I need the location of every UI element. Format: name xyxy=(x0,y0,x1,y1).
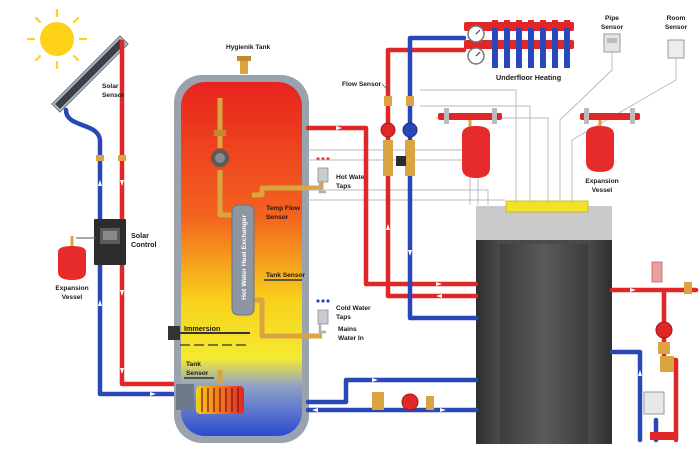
bottom-pump-icon xyxy=(372,392,434,411)
immersion-heater xyxy=(168,326,250,346)
tank-sensor-right-label: Tank Sensor xyxy=(266,272,306,279)
room-sensor-label: Room xyxy=(667,15,686,22)
pipe-sensor-label: Sensor xyxy=(601,24,624,31)
room-sensor-label: Sensor xyxy=(665,24,688,31)
flow-arrows-right xyxy=(630,288,642,376)
flow-arrows-solar xyxy=(98,180,156,396)
mains-water-in-label: Mains xyxy=(338,326,357,333)
expansion-vessel-mid xyxy=(438,108,502,178)
expansion-vessel-right-label: Vessel xyxy=(592,187,613,194)
cold-water-taps-label: Taps xyxy=(336,314,351,321)
heat-exchanger-label: Hot Water Heat Exchanger xyxy=(241,215,248,300)
expansion-vessel-left xyxy=(58,236,86,280)
flow-sensor-label: Flow Sensor xyxy=(342,81,382,88)
solar-coil xyxy=(176,384,244,414)
right-circuit-fittings xyxy=(643,261,692,440)
solar-control-label: Control xyxy=(131,240,157,249)
hot-water-taps-label: Hot Water xyxy=(336,174,367,181)
solar-sensor-label: Sensor xyxy=(102,92,125,99)
solar-fitting-icon xyxy=(118,155,126,161)
temp-flow-sensor-label: Sensor xyxy=(266,214,289,221)
temp-flow-sensor-label: Temp Flow xyxy=(266,205,301,212)
room-sensor-icon xyxy=(667,39,685,59)
boiler-control-panel xyxy=(505,200,589,213)
solar-panel xyxy=(51,35,129,113)
internal-heat-exchanger-pipes xyxy=(217,98,322,384)
right-circuit-pipes xyxy=(609,287,699,443)
hygienic-tank-label: Hygienik Tank xyxy=(226,44,271,51)
tank-sensor-left-label: Tank xyxy=(186,361,201,368)
cold-water-tap-icon xyxy=(316,299,330,334)
tank-pump-icon xyxy=(211,149,229,167)
hot-water-heat-exchanger xyxy=(231,204,255,316)
flow-arrows-primary xyxy=(312,126,446,412)
hot-water-taps-label: Taps xyxy=(336,183,351,190)
tank-vent-icon xyxy=(237,56,251,74)
expansion-vessel-left-label: Vessel xyxy=(62,294,83,301)
underfloor-heating-label: Underfloor Heating xyxy=(496,73,561,82)
riser-fittings xyxy=(380,96,418,176)
pipe-sensor-icon xyxy=(603,33,621,53)
solar-fitting-icon xyxy=(96,155,104,161)
expansion-vessel-left-label: Expansion xyxy=(55,285,88,292)
sun-icon xyxy=(26,8,88,70)
tank-valve-icon xyxy=(214,130,226,136)
tank-sensor-left-label: Sensor xyxy=(186,370,209,377)
primary-circuit-pipes xyxy=(305,35,479,413)
pipe-sensor-label: Pipe xyxy=(605,15,619,22)
expansion-vessel-right xyxy=(580,108,640,172)
solar-control-unit xyxy=(76,219,126,265)
boiler xyxy=(476,200,612,444)
solar-sensor-label: Solar xyxy=(102,83,119,90)
solar-control-label: Solar xyxy=(131,231,149,240)
flow-sensor-pointer xyxy=(381,83,391,93)
expansion-vessel-right-label: Expansion xyxy=(585,178,618,185)
underfloor-heating-manifold xyxy=(464,20,574,68)
immersion-label: Immersion xyxy=(184,324,220,333)
cold-water-taps-label: Cold Water xyxy=(336,305,371,312)
mains-water-in-label: Water In xyxy=(338,335,364,342)
